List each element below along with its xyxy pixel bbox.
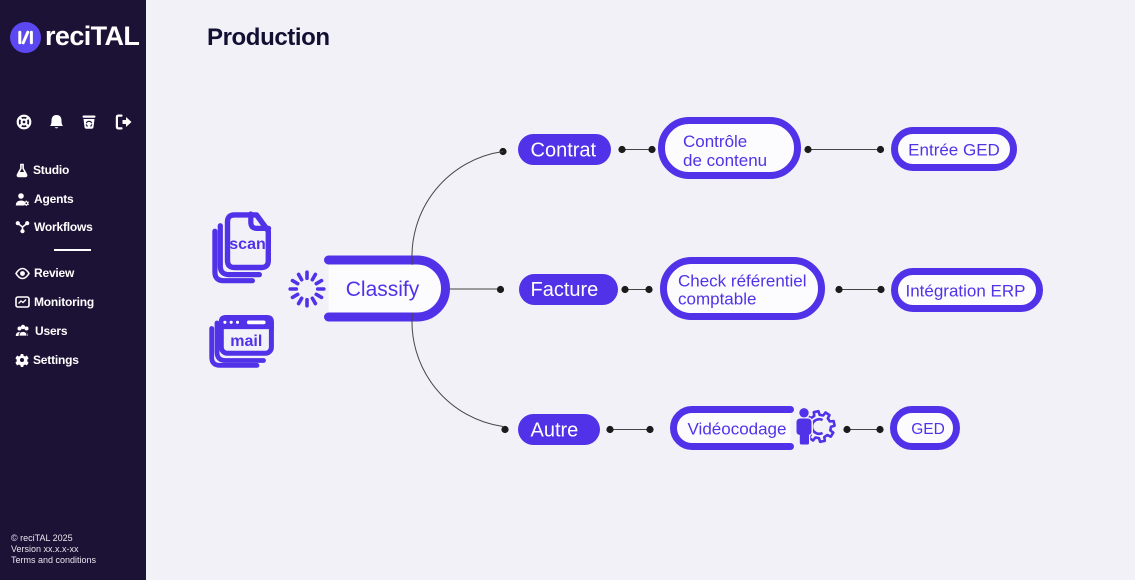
svg-text:mail: mail bbox=[230, 333, 262, 350]
svg-text:GED: GED bbox=[911, 421, 945, 438]
svg-text:Vidéocodage: Vidéocodage bbox=[688, 420, 787, 439]
svg-text:Check référentiel: Check référentiel bbox=[678, 272, 807, 291]
svg-text:Autre: Autre bbox=[531, 420, 579, 442]
svg-text:Classify: Classify bbox=[346, 278, 420, 301]
svg-text:Contrôle: Contrôle bbox=[683, 132, 747, 151]
svg-text:Facture: Facture bbox=[531, 279, 599, 301]
svg-text:comptable: comptable bbox=[678, 290, 756, 309]
svg-text:Intégration ERP: Intégration ERP bbox=[905, 282, 1025, 301]
svg-text:scan: scan bbox=[229, 236, 265, 253]
svg-text:Contrat: Contrat bbox=[531, 140, 597, 162]
svg-text:de contenu: de contenu bbox=[683, 151, 767, 170]
svg-text:Entrée GED: Entrée GED bbox=[908, 141, 1000, 160]
